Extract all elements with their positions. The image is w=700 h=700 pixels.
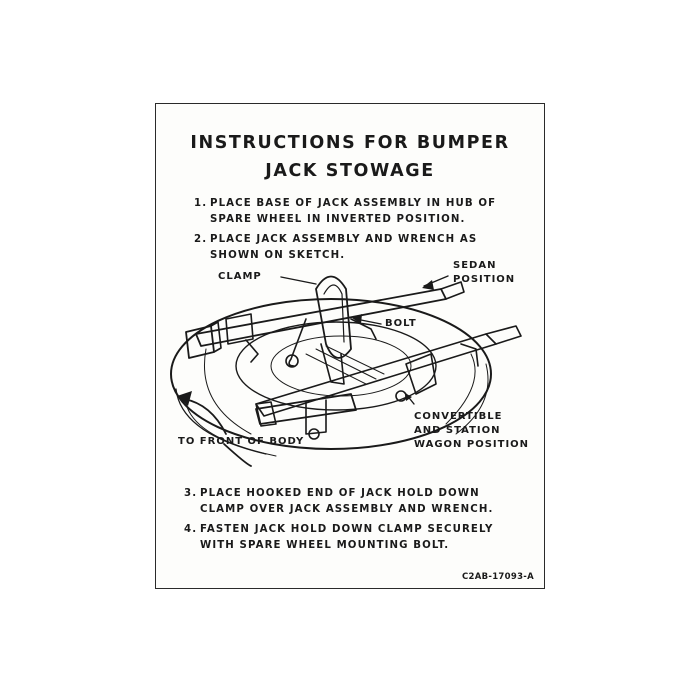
bolt-label: BOLT xyxy=(385,318,417,329)
step-text-line: SPARE WHEEL IN INVERTED POSITION. xyxy=(210,214,466,225)
step-text-line: CLAMP OVER JACK ASSEMBLY AND WRENCH. xyxy=(200,504,494,515)
jack-stowage-sketch xyxy=(170,275,522,467)
part-number: C2AB-17093-A xyxy=(461,572,534,582)
step-number: 3. xyxy=(184,488,198,499)
front-of-body-label: TO FRONT OF BODY xyxy=(178,436,305,447)
convertible-label-line: WAGON POSITION xyxy=(414,439,530,450)
instruction-decal: INSTRUCTIONS FOR BUMPER JACK STOWAGE 1. … xyxy=(155,103,545,589)
step-text-line: WITH SPARE WHEEL MOUNTING BOLT. xyxy=(200,540,450,551)
sedan-label-line: POSITION xyxy=(453,274,516,285)
sedan-label-line: SEDAN xyxy=(453,260,497,271)
convertible-label-line: AND STATION xyxy=(414,425,501,436)
convertible-label-line: CONVERTIBLE xyxy=(414,411,503,422)
step-text-line: FASTEN JACK HOLD DOWN CLAMP SECURELY xyxy=(200,524,494,535)
step-text-line: PLACE BASE OF JACK ASSEMBLY IN HUB OF xyxy=(210,198,497,209)
step-number: 1. xyxy=(194,198,208,209)
step-text-line: PLACE HOOKED END OF JACK HOLD DOWN xyxy=(200,488,480,499)
step-text-line: PLACE JACK ASSEMBLY AND WRENCH AS xyxy=(210,234,478,245)
title-line-2: JACK STOWAGE xyxy=(265,161,435,181)
step-number: 4. xyxy=(184,524,198,535)
clamp-label: CLAMP xyxy=(218,271,262,282)
step-number: 2. xyxy=(194,234,208,245)
title-line-1: INSTRUCTIONS FOR BUMPER xyxy=(190,133,510,153)
step-text-line: SHOWN ON SKETCH. xyxy=(210,250,346,261)
